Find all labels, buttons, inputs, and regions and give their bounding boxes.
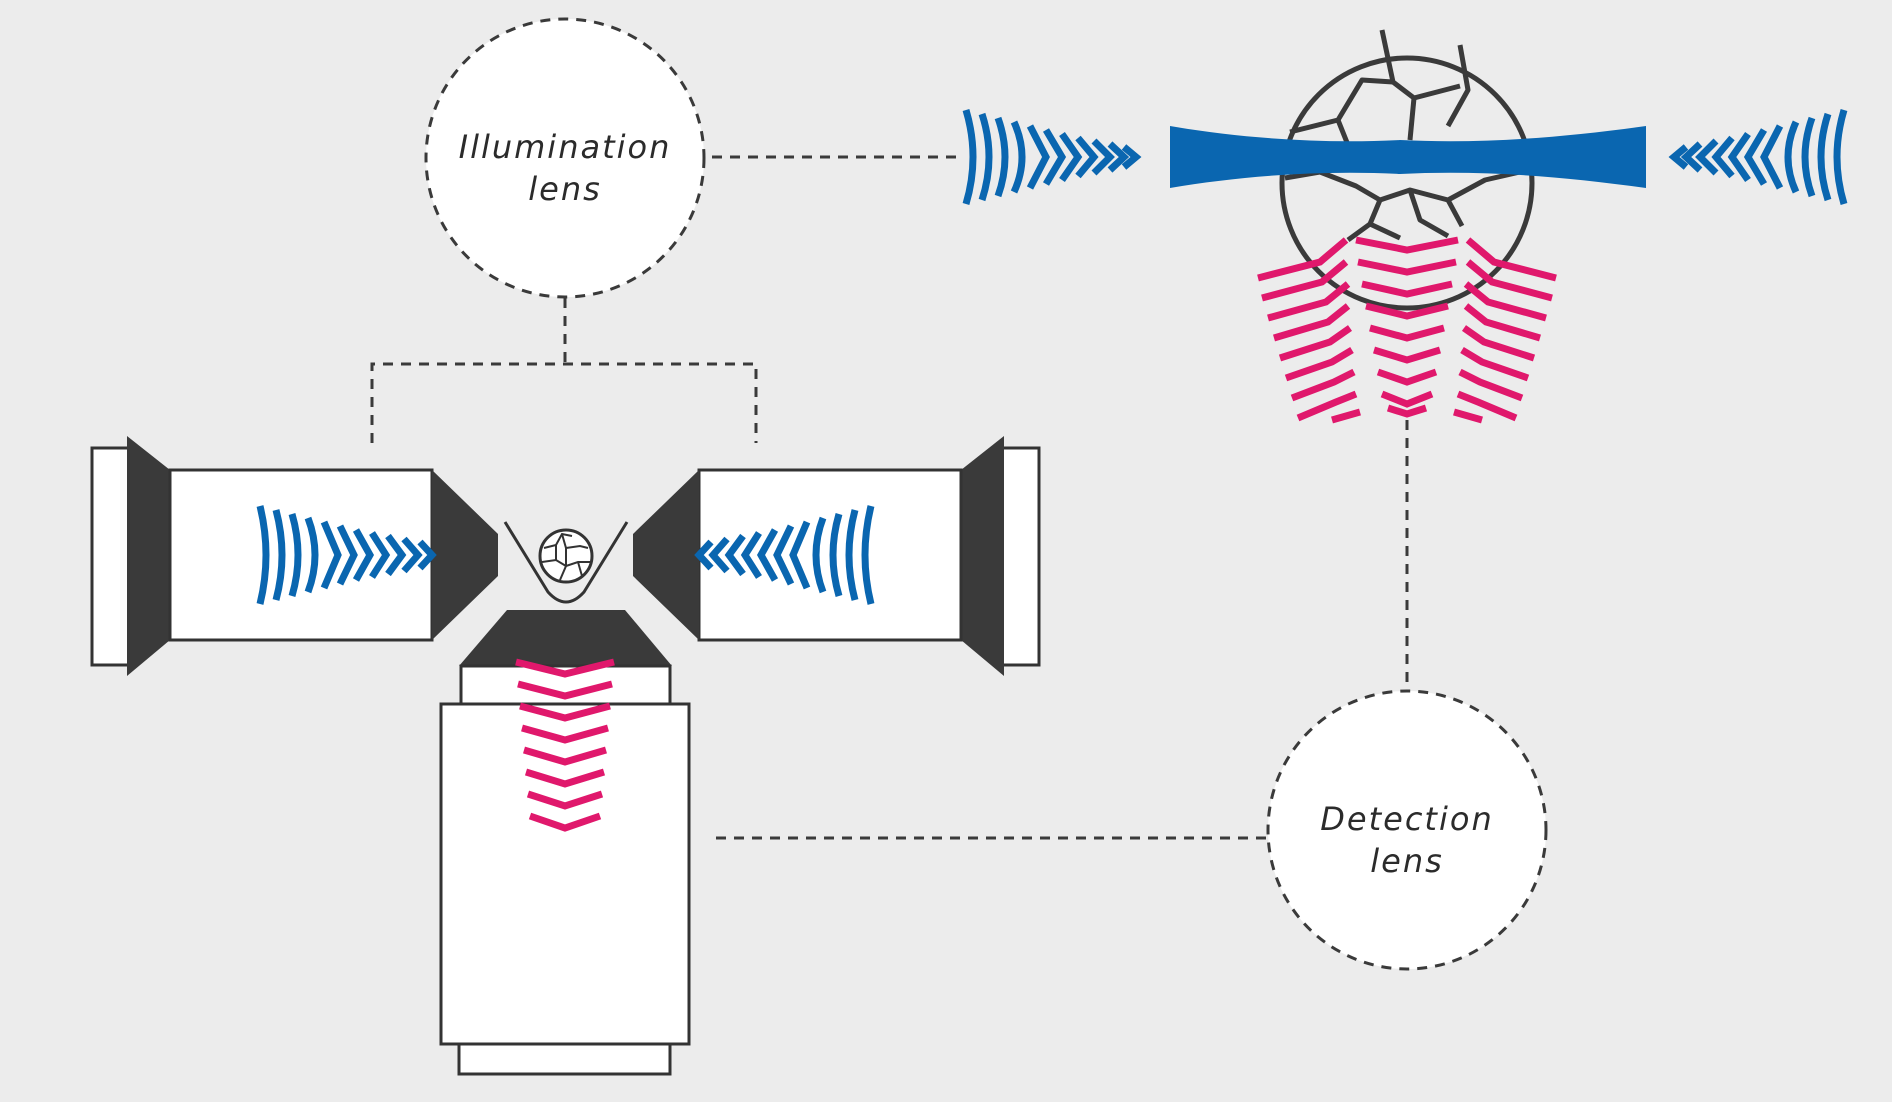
detection-objective-base	[457, 1042, 672, 1076]
illumination-callout-circle	[424, 17, 706, 299]
illumination-label-line2: lens	[528, 170, 602, 208]
specimen-cell-walls	[1284, 29, 1521, 243]
left-objective-nose	[432, 470, 498, 640]
detection-lens-callout: Detection lens	[1266, 689, 1548, 971]
specimen-small-cells	[541, 532, 590, 581]
sample-cup	[503, 521, 629, 604]
right-objective-nose	[633, 470, 699, 640]
right-objective-back-cap	[997, 446, 1041, 667]
detection-objective-emission	[515, 658, 615, 832]
left-objective-collar	[127, 436, 170, 676]
detection-callout-circle	[1266, 689, 1548, 971]
left-objective-beam	[256, 505, 437, 605]
detection-objective	[439, 610, 691, 1076]
illumination-wave-right-zoom	[1668, 109, 1848, 205]
right-objective-collar	[961, 436, 1004, 676]
detection-objective-body	[439, 702, 691, 1046]
illumination-lens-callout: Illumination lens	[424, 17, 706, 299]
connector-lines	[370, 155, 1409, 840]
right-illumination-objective	[633, 436, 1041, 676]
right-objective-beam	[694, 505, 875, 605]
sample-chamber	[503, 521, 629, 604]
detection-objective-nose	[459, 610, 672, 666]
specimen-sphere	[1279, 55, 1535, 311]
detection-emission-zoom	[1257, 236, 1557, 424]
left-illumination-objective	[90, 436, 498, 676]
illumination-label-line1: Illumination	[459, 128, 672, 166]
light-sheet	[1170, 126, 1646, 188]
left-objective-back-cap	[90, 446, 134, 667]
detection-label-line2: lens	[1370, 842, 1444, 880]
illumination-wave-left-zoom	[962, 109, 1142, 205]
detection-label-line1: Detection	[1320, 800, 1493, 838]
illumination-bracket-connector	[370, 362, 758, 443]
specimen-zoom	[962, 29, 1848, 424]
